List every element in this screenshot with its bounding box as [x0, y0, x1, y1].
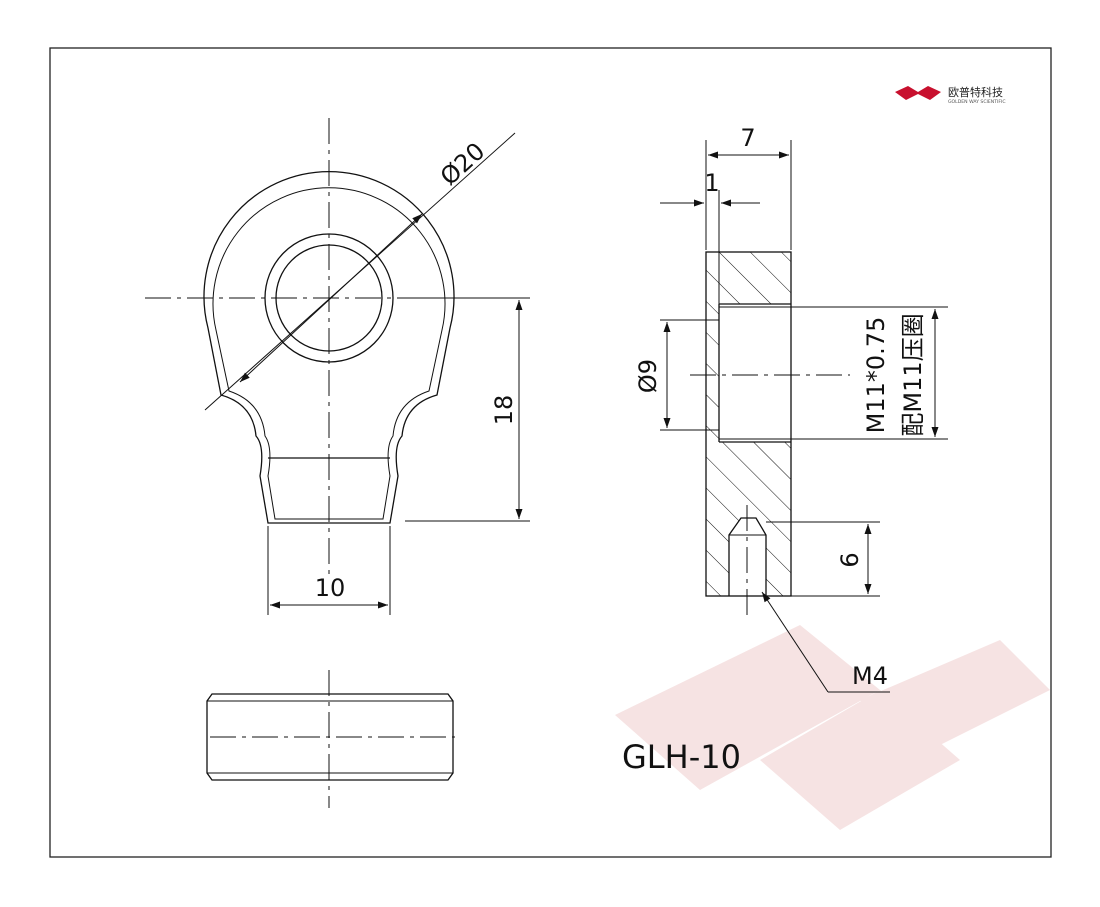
- dim-thread: M11*0.75: [862, 317, 890, 434]
- dim-neck-width: 10: [315, 574, 346, 602]
- side-section-view: 7 1 Ø9 M11*0.75 配M11压圈 6 M4: [634, 124, 948, 693]
- brand-name-cn: 欧普特科技: [948, 85, 1003, 99]
- model-label: GLH-10: [622, 738, 741, 776]
- dim-bore: Ø9: [634, 359, 662, 393]
- front-view: Ø20 18 10: [145, 118, 530, 615]
- dim-mating-part: 配M11压圈: [899, 313, 927, 436]
- side-view-outline: [705, 251, 792, 597]
- dim-tap-depth: 6: [836, 552, 864, 567]
- watermark-logo: [615, 625, 1050, 830]
- brand-name-en: GOLDEN WAY SCIENTIFIC: [948, 99, 1006, 105]
- front-view-outline: [203, 171, 455, 524]
- dim-thickness: 7: [740, 124, 755, 152]
- dim-tap-thread: M4: [852, 662, 888, 690]
- brand-logo-icon: [895, 86, 941, 100]
- drawing-frame: [49, 47, 1052, 858]
- dim-height: 18: [490, 395, 518, 426]
- brand-logo: 欧普特科技 GOLDEN WAY SCIENTIFIC: [895, 85, 1006, 105]
- dim-step: 1: [704, 169, 719, 197]
- bottom-view: [206, 670, 455, 808]
- dim-outer-diameter: Ø20: [435, 137, 490, 191]
